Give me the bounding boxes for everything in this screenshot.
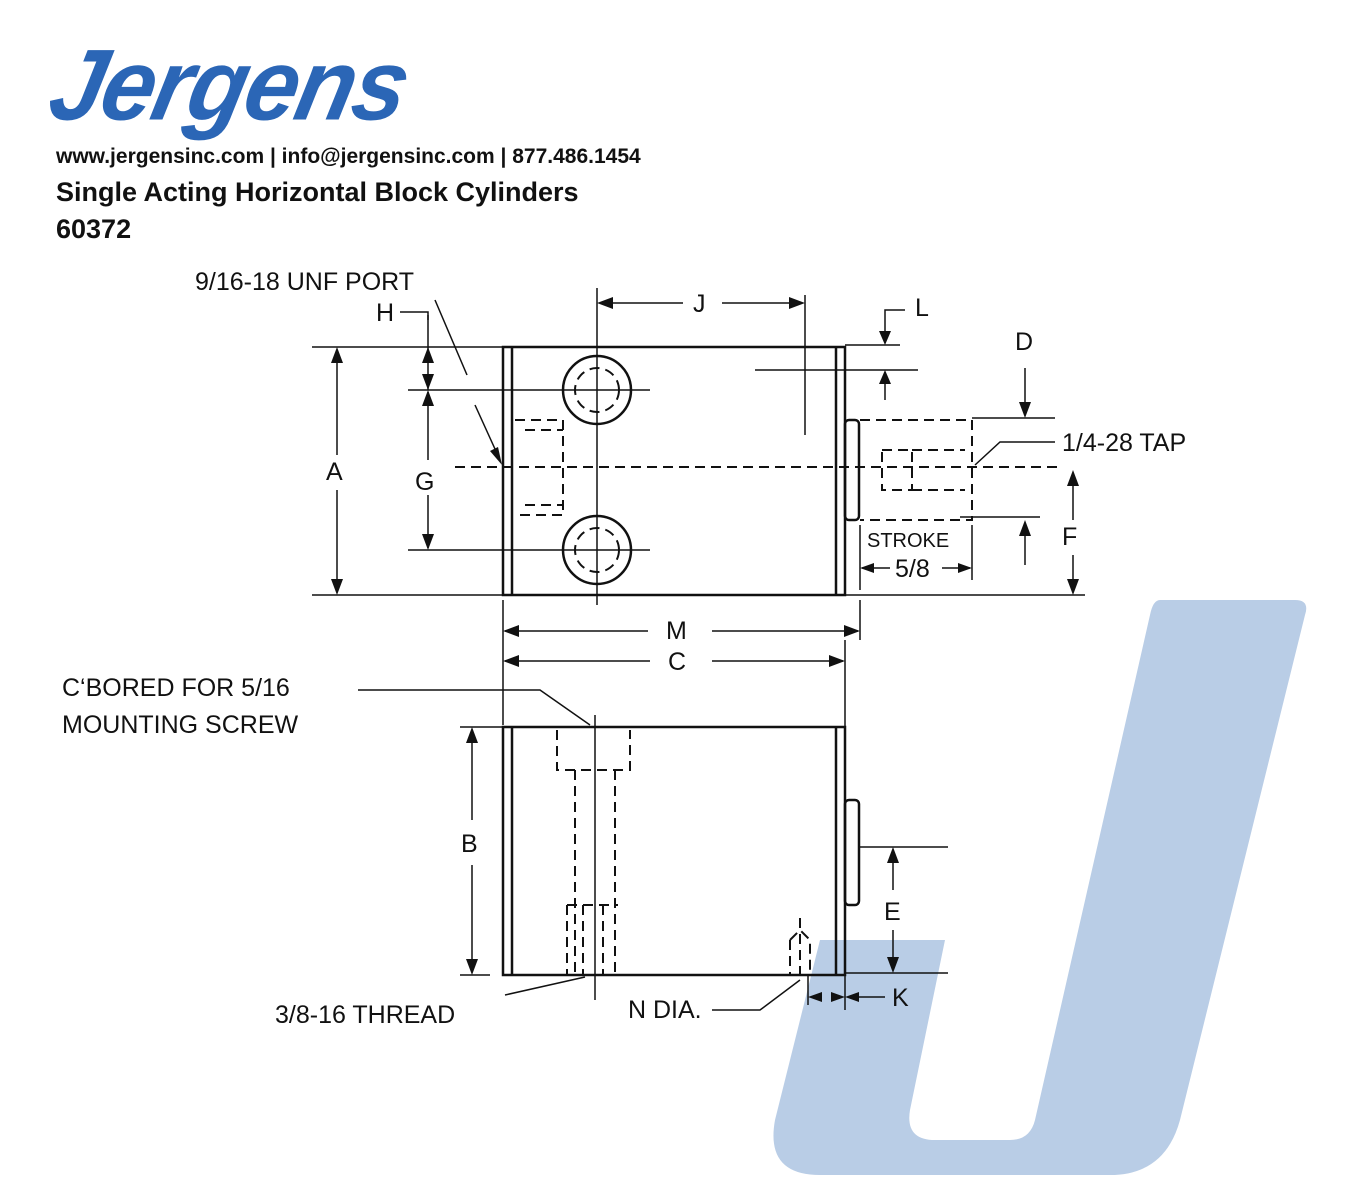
port-label: 9/16-18 UNF PORT	[195, 268, 414, 296]
dim-A-label: A	[326, 458, 343, 486]
dim-H-label: H	[376, 299, 394, 327]
dim-F-label: F	[1062, 523, 1077, 551]
stroke-value: 5/8	[895, 555, 930, 583]
dim-K-label: K	[892, 984, 909, 1012]
side-view: B C‘BORED FOR 5/16 MOUNTING SCREW E 3/8-…	[62, 674, 948, 1029]
cbore-label-line1: C‘BORED FOR 5/16	[62, 674, 290, 702]
top-view: A G H 9/16-18 UNF PORT J L D 1/4-28 TAP …	[195, 268, 1186, 605]
stroke-label: STROKE	[867, 530, 949, 552]
dim-B-label: B	[461, 830, 478, 858]
dim-E-label: E	[884, 898, 901, 926]
thread-label: 3/8-16 THREAD	[275, 1001, 455, 1029]
cbore-label-line2: MOUNTING SCREW	[62, 711, 299, 739]
dim-M-label: M	[666, 617, 687, 645]
dim-J-label: J	[693, 290, 706, 318]
dim-C-label: C	[668, 648, 686, 676]
dim-G-label: G	[415, 468, 434, 496]
n-dia-label: N DIA.	[628, 996, 702, 1024]
page-title: Single Acting Horizontal Block Cylinders	[56, 177, 579, 207]
part-number: 60372	[56, 214, 132, 244]
tap-label: 1/4-28 TAP	[1062, 429, 1186, 457]
dim-D-label: D	[1015, 328, 1033, 356]
contact-info: www.jergensinc.com | info@jergensinc.com…	[56, 145, 641, 168]
dim-L-label: L	[915, 294, 929, 322]
